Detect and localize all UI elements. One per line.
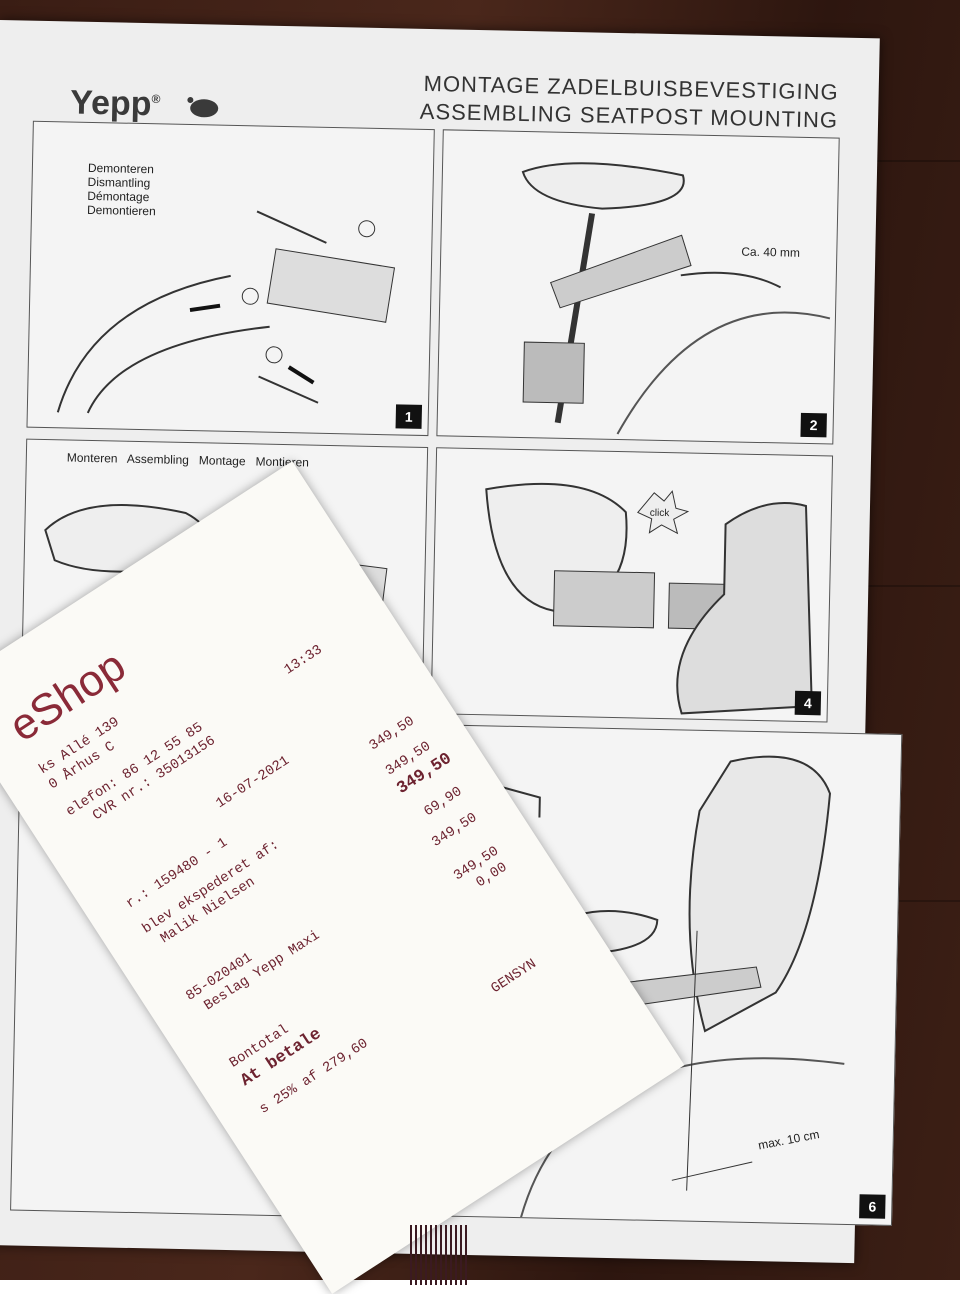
yepp-logo: Yepp® bbox=[69, 83, 161, 124]
panel-number: 1 bbox=[395, 404, 423, 429]
receipt-shop-name: eShop bbox=[0, 640, 135, 752]
panel-4: click 4 bbox=[430, 447, 834, 723]
receipt-amount-5: 349,50 bbox=[429, 809, 481, 851]
receipt-footer: GENSYN bbox=[488, 956, 540, 998]
click-label: click bbox=[649, 507, 670, 520]
panel-number: 6 bbox=[859, 1194, 886, 1219]
seatpost-illustration bbox=[521, 162, 831, 435]
receipt-barcode bbox=[410, 1225, 470, 1285]
measurement-callout: Ca. 40 mm bbox=[741, 244, 801, 260]
dismantling-illustration bbox=[56, 210, 396, 414]
receipt-date: 16-07-2021 bbox=[213, 752, 293, 813]
panel-2: Ca. 40 mm 2 bbox=[436, 129, 840, 445]
panel-number: 2 bbox=[800, 412, 827, 438]
receipt-time: 13:33 bbox=[281, 642, 326, 679]
panel-number: 4 bbox=[794, 690, 822, 716]
click-in-illustration bbox=[485, 482, 813, 715]
receipt-amount-4: 69,90 bbox=[421, 783, 466, 821]
snail-logo-icon bbox=[187, 97, 219, 118]
